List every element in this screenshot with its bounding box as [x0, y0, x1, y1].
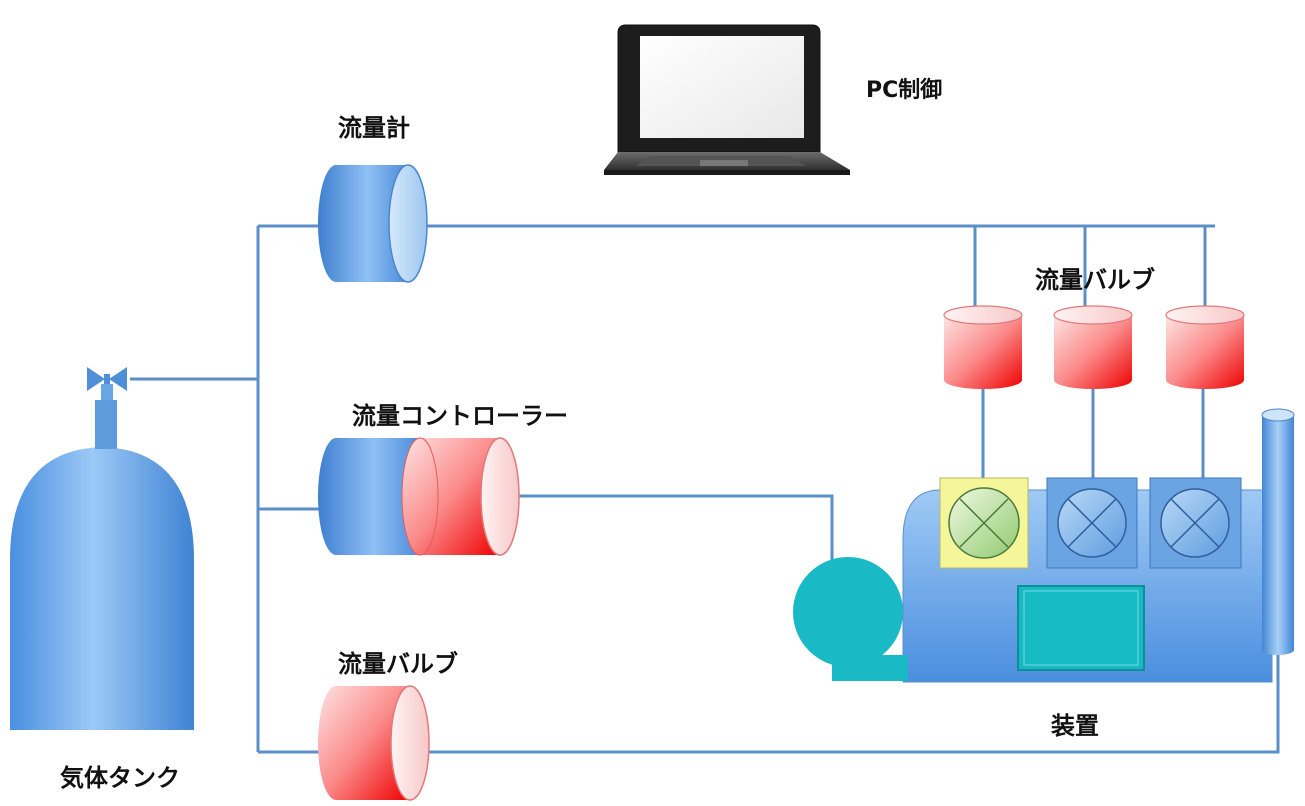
gauge-3-icon: [1149, 477, 1242, 569]
apparatus-label: 装置: [1051, 712, 1099, 740]
gas-tank-label: 気体タンク: [60, 764, 180, 792]
flow-valve-top-label: 流量バルブ: [1035, 266, 1155, 294]
laptop-icon: [604, 24, 850, 175]
pipes: [130, 224, 1280, 754]
flow-controller-icon: [318, 437, 520, 556]
gas-tank-icon: [10, 367, 194, 730]
blower-icon: [793, 557, 908, 681]
chimney-icon: [1261, 408, 1295, 655]
valve-output-pipe: [420, 650, 1280, 754]
flow-valve-top-2-icon: [1053, 305, 1133, 389]
apparatus-icon: [793, 408, 1295, 683]
flow-valve-top-3-icon: [1165, 305, 1245, 389]
flow-valve-bottom-icon: [318, 685, 430, 801]
flow-valve-top-1-icon: [943, 305, 1023, 389]
flow-controller-label: 流量コントローラー: [352, 402, 568, 430]
gauge-1-icon: [939, 477, 1029, 569]
flow-valve-bottom-label: 流量バルブ: [338, 650, 458, 678]
gauge-2-icon: [1046, 477, 1138, 569]
flow-meter-label: 流量計: [338, 114, 410, 142]
controller-output-pipe: [512, 494, 834, 565]
flow-meter-icon: [318, 164, 428, 283]
pc-control-label: PC制御: [866, 78, 943, 103]
